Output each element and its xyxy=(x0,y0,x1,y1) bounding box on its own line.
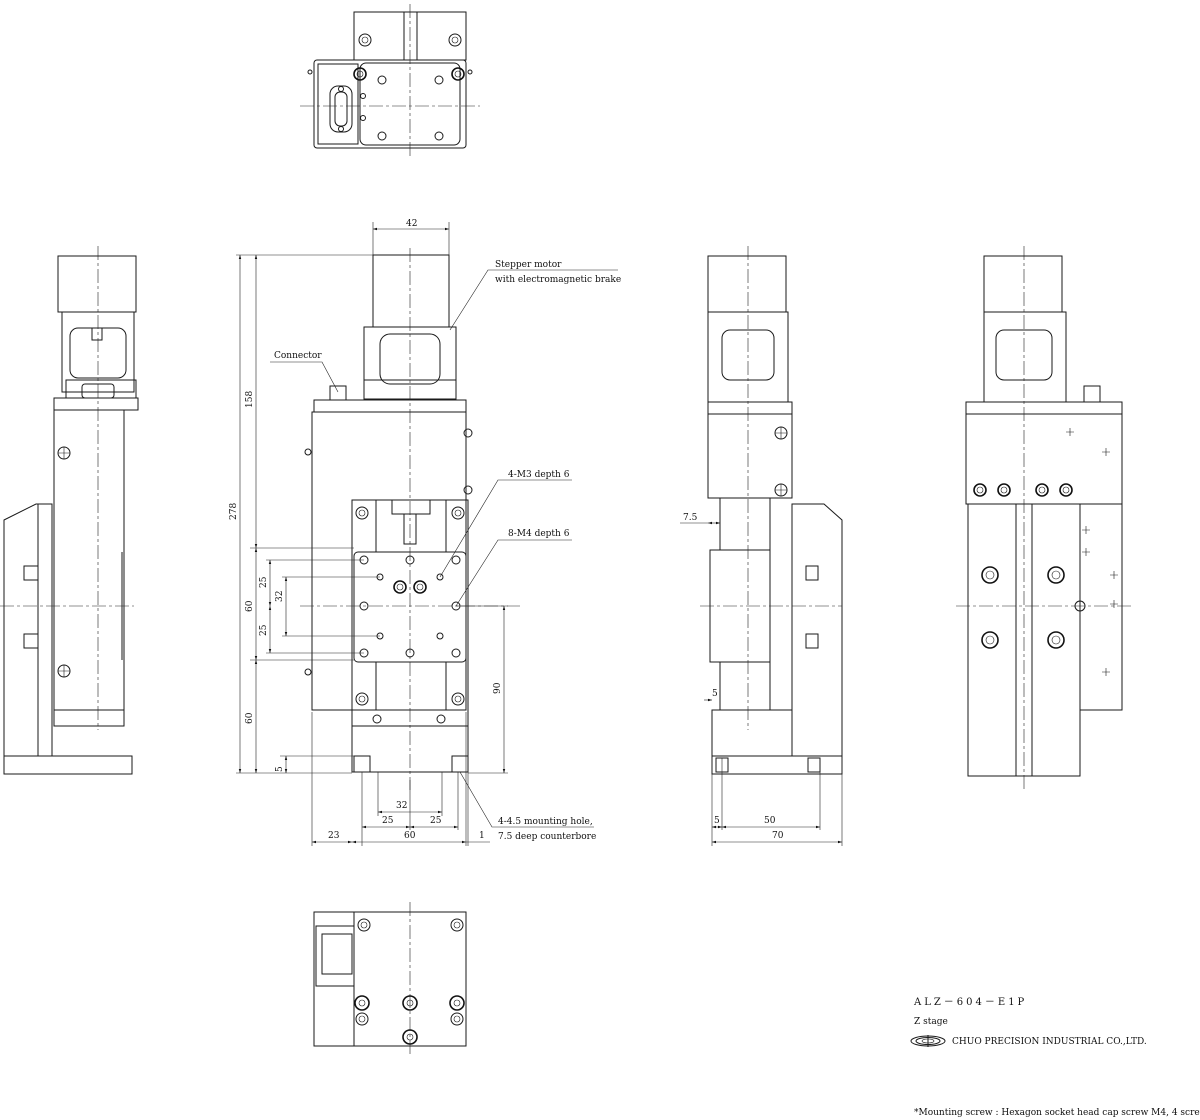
dim-7-5: 7.5 xyxy=(683,513,698,523)
bottom-view xyxy=(313,902,467,1056)
dim-25-right: 25 xyxy=(430,816,442,826)
annotations: 42 278 158 60 60 25 25 32 5 90 32 25 25 … xyxy=(229,219,784,842)
label-stepper-motor: Stepper motor xyxy=(495,260,562,270)
dim-70: 70 xyxy=(772,831,784,841)
company-name: CHUO PRECISION INDUSTRIAL CO.,LTD. xyxy=(952,1037,1147,1047)
dim-5-bottom: 5 xyxy=(714,816,720,826)
company-logo-icon xyxy=(910,1035,946,1047)
front-view xyxy=(236,222,618,846)
dim-5-side: 5 xyxy=(712,689,718,699)
dim-50: 50 xyxy=(764,816,776,826)
dim-23: 23 xyxy=(328,831,340,841)
model-number: ALZ－604－E1P xyxy=(913,997,1027,1008)
dim-32-horizontal: 32 xyxy=(396,801,407,811)
dim-25-upper: 25 xyxy=(259,576,269,588)
label-mounting-hole: 4-4.5 mounting hole, xyxy=(498,817,593,827)
dim-1: 1 xyxy=(479,831,485,841)
top-view xyxy=(300,4,480,156)
dim-25-left: 25 xyxy=(382,816,394,826)
dim-42: 42 xyxy=(406,219,417,229)
right-side-view xyxy=(680,246,843,846)
back-view xyxy=(956,246,1134,790)
dim-60-upper: 60 xyxy=(245,600,255,612)
product-description: Z stage xyxy=(914,1017,948,1027)
dim-32-vertical: 32 xyxy=(275,591,285,602)
dim-5-vertical: 5 xyxy=(275,766,285,772)
dim-158: 158 xyxy=(245,391,255,408)
dim-60-lower: 60 xyxy=(245,712,255,724)
dim-25-lower: 25 xyxy=(259,624,269,636)
mounting-screw-note: *Mounting screw : Hexagon socket head ca… xyxy=(914,1108,1200,1118)
left-side-view xyxy=(0,246,139,775)
label-m4-holes: 8-M4 depth 6 xyxy=(508,529,570,539)
label-counterbore: 7.5 deep counterbore xyxy=(498,832,596,842)
dim-60-horizontal: 60 xyxy=(404,831,416,841)
label-connector: Connector xyxy=(274,351,322,361)
label-m3-holes: 4-M3 depth 6 xyxy=(508,470,570,480)
dim-278: 278 xyxy=(229,503,239,520)
title-block: ALZ－604－E1P Z stage CHUO PRECISION INDUS… xyxy=(910,997,1200,1118)
label-electromagnetic-brake: with electromagnetic brake xyxy=(495,275,621,285)
dim-90: 90 xyxy=(493,682,503,694)
